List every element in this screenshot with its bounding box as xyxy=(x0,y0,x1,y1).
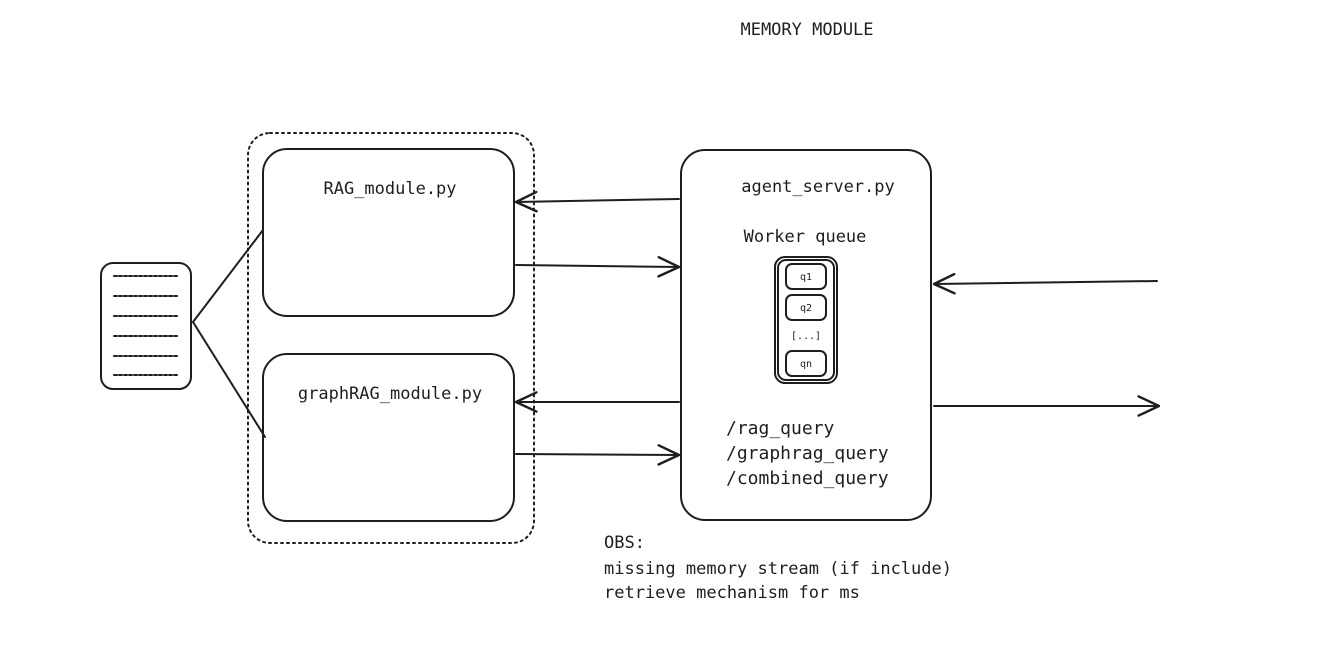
endpoint-combined-query: /combined_query xyxy=(726,468,889,489)
notes-heading: OBS: xyxy=(604,533,645,553)
queue-item-box xyxy=(785,294,827,321)
queue-item: qn xyxy=(800,359,812,370)
queue-item: q1 xyxy=(800,272,812,283)
document-to-rag-connector xyxy=(192,229,264,323)
document-icon xyxy=(100,262,192,390)
notes-line: retrieve mechanism for ms xyxy=(604,583,860,603)
worker-queue-label: Worker queue xyxy=(744,227,867,247)
notes-line: missing memory stream (if include) xyxy=(604,559,952,579)
external-to-server-arrow xyxy=(932,272,1158,295)
server-to-rag-arrow xyxy=(514,190,680,213)
worker-queue: q1 q2 [...] qn xyxy=(774,256,838,384)
queue-item: q2 xyxy=(800,303,812,314)
queue-item-box xyxy=(785,350,827,377)
endpoint-rag-query: /rag_query xyxy=(726,418,835,439)
graphrag-to-server-arrow xyxy=(515,444,681,466)
rag-to-server-arrow xyxy=(515,255,681,278)
agent-server-box xyxy=(680,149,932,521)
graphrag-module-box xyxy=(262,353,515,522)
diagram-title: MEMORY MODULE xyxy=(740,20,873,40)
rag-module-box xyxy=(262,148,515,317)
agent-server-label: agent_server.py xyxy=(741,177,895,197)
graphrag-module-label: graphRAG_module.py xyxy=(298,384,482,404)
queue-item: [...] xyxy=(791,331,821,342)
endpoint-graphrag-query: /graphrag_query xyxy=(726,443,889,464)
queue-item-box xyxy=(785,263,827,290)
document-to-graphrag-connector xyxy=(192,321,266,438)
rag-module-label: RAG_module.py xyxy=(323,179,456,199)
modules-group xyxy=(247,132,535,544)
